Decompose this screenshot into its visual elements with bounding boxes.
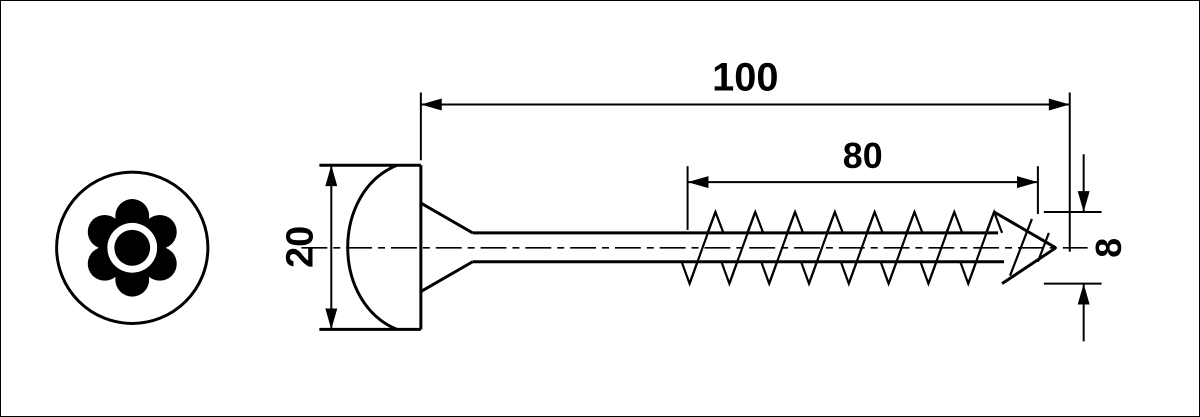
arrow-down-icon [325,308,338,330]
tip-taper-top [993,210,1057,250]
screw-side-view [319,163,1057,331]
arrow-left-icon [687,176,709,189]
arrow-up-icon [325,165,338,187]
head-cone-bottom [420,260,474,293]
arrow-down-icon [1077,191,1090,212]
tip-thread-lines [1009,218,1050,277]
head-cone-top [420,201,474,235]
screw-thread [680,208,1004,287]
head-dome-arc [346,163,398,331]
screw-head-profile [319,163,474,331]
thread-flanks [688,211,996,285]
dim-label-head-diameter: 20 [279,226,321,268]
dim-thread-length: 80 [686,136,1039,230]
dim-thread-diameter: 8 [1043,154,1129,342]
dim-label-thread-length: 80 [843,136,883,176]
dim-head-diameter: 20 [279,165,338,330]
arrow-up-icon [1077,283,1090,305]
dim-label-thread-diameter: 8 [1089,238,1129,258]
arrow-left-icon [420,98,442,111]
torx-recess-icon [87,199,177,297]
arrow-right-icon [1048,98,1070,111]
dim-label-total-length: 100 [712,56,778,100]
head-outline-circle [55,170,210,325]
screw-head-front-view [55,170,210,325]
arrow-right-icon [1016,176,1038,189]
dim-total-length: 100 [419,56,1071,252]
thread-top-crests [706,208,1004,234]
torx-center-pin [114,229,151,266]
tip-taper-bottom [1001,246,1057,285]
thread-bottom-crests [680,261,978,287]
screw-tip [993,210,1057,285]
